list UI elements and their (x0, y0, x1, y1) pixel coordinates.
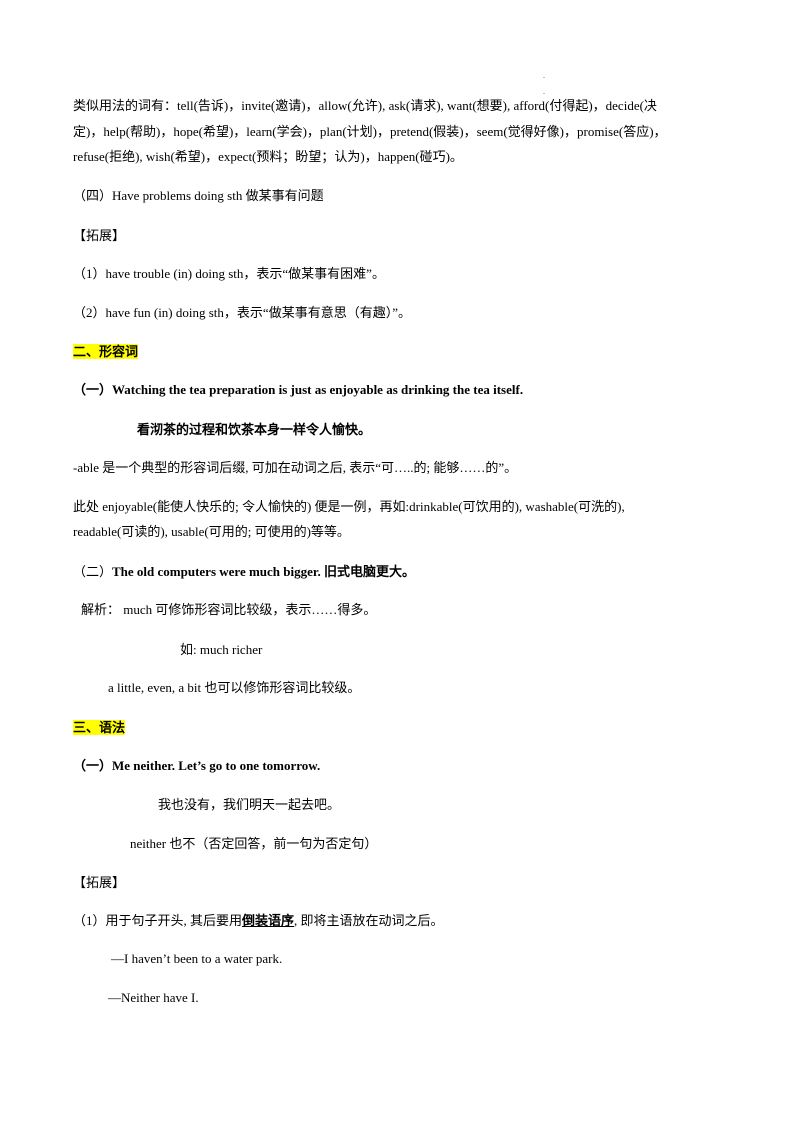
adj-note-examples-line-2: readable(可读的), usable(可用的; 可使用的)等等。 (73, 524, 350, 539)
adj-sentence-2-text: The old computers were much bigger. 旧式电脑… (112, 564, 415, 579)
adj-note-examples-line-1: 此处 enjoyable(能使人快乐的; 令人愉快的) 便是一例，再如:drin… (73, 499, 625, 514)
expand-2-item-1-keyword: 倒装语序 (242, 913, 295, 928)
section-four-title: （四）Have problems doing sth 做某事有问题 (73, 188, 324, 203)
section-heading-adjective: 二、形容词 (73, 342, 733, 362)
expand-item-2: （2）have fun (in) doing sth，表示“做某事有意思（有趣）… (73, 305, 411, 320)
adj-sentence-1: （一）Watching the tea preparation is just … (73, 382, 524, 397)
adj-sentence-2: （二）The old computers were much bigger. 旧… (73, 562, 733, 582)
expand-item-1: （1）have trouble (in) doing sth，表示“做某事有困难… (73, 266, 385, 281)
similar-words-line-3: refuse(拒绝), wish(希望)，expect(预料；盼望；认为)，ha… (73, 149, 463, 164)
dialog-line-2: —Neither have I. (108, 990, 199, 1005)
expand-2-item-1: （1）用于句子开头, 其后要用倒装语序, 即将主语放在动词之后。 (73, 911, 733, 931)
similar-words-line-2: 定)，help(帮助)，hope(希望)，learn(学会)，plan(计划)，… (73, 124, 667, 139)
section-heading-grammar: 三、语法 (73, 718, 733, 738)
grammar-neither-note: neither 也不（否定回答，前一句为否定句） (130, 836, 378, 851)
section-heading-text: 二、形容词 (73, 344, 139, 359)
adj-sentence-1-translation: 看沏茶的过程和饮茶本身一样令人愉快。 (137, 422, 372, 437)
adj-note-able-suffix: -able 是一个典型的形容词后缀, 可加在动词之后, 表示“可…..的; 能够… (73, 460, 518, 475)
grammar-sentence-1: （一）Me neither. Let’s go to one tomorrow. (73, 758, 321, 773)
grammar-sentence-1-translation: 我也没有，我们明天一起去吧。 (158, 797, 341, 812)
adj-analysis: 解析： much 可修饰形容词比较级，表示……得多。 (81, 602, 377, 617)
expand-2-item-1-after: , 即将主语放在动词之后。 (294, 913, 444, 928)
section-heading-text: 三、语法 (73, 720, 126, 735)
adj-example: 如: much richer (180, 642, 263, 657)
expand-2-item-1-before: （1）用于句子开头, 其后要用 (73, 913, 243, 928)
adj-comparative-note: a little, even, a bit 也可以修饰形容词比较级。 (108, 680, 361, 695)
expand-label-2: 【拓展】 (73, 875, 126, 890)
adj-sentence-2-prefix: （二） (73, 564, 113, 579)
dialog-line-1: —I haven’t been to a water park. (111, 951, 283, 966)
expand-label: 【拓展】 (73, 228, 126, 243)
corner-dot: . (543, 71, 545, 80)
corner-dot: . (543, 87, 545, 96)
similar-words-line-1: 类似用法的词有：tell(告诉)，invite(邀请)，allow(允许), a… (73, 98, 657, 113)
